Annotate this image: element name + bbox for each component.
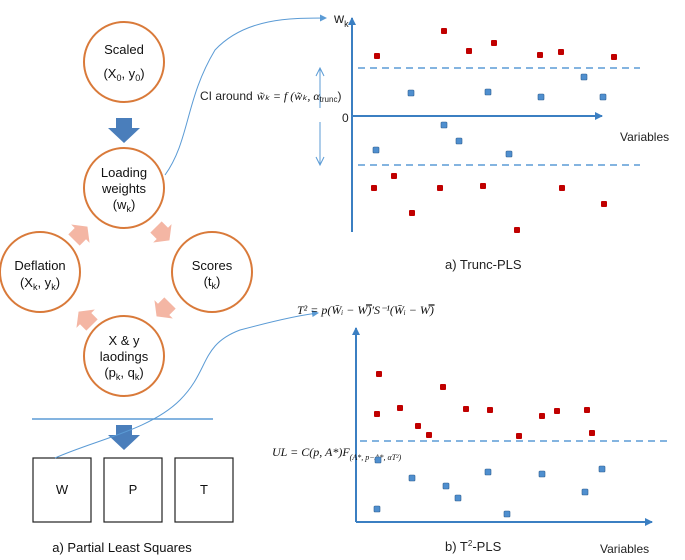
t2-marker-blue (484, 468, 492, 476)
trunc-marker-red (559, 185, 565, 191)
pls-caption: a) Partial Least Squares (52, 540, 192, 555)
trunc-marker-blue (599, 93, 607, 101)
trunc-marker-red (480, 183, 486, 189)
connector-to-t2 (54, 310, 319, 459)
scores-vars: (tk) (204, 274, 221, 291)
t2-marker-red (589, 430, 595, 436)
matrix-t-box (174, 457, 234, 523)
xy-label-line1: X & y (108, 333, 140, 348)
cycle-arrow-icon-2 (154, 297, 176, 319)
trunc-marker-blue (455, 137, 463, 145)
t2-marker-blue (374, 456, 382, 464)
ci-arrow-up-icon (315, 66, 325, 77)
trunc-marker-red (558, 49, 564, 55)
matrix-w-label: W (56, 482, 69, 497)
loading-vars: (wk) (113, 197, 136, 214)
t2-marker-red (376, 371, 382, 377)
trunc-marker-red (441, 28, 447, 34)
trunc-marker-blue (407, 89, 415, 97)
loading-label-line1: Loading (101, 165, 147, 180)
trunc-marker-red (537, 52, 543, 58)
trunc-marker-red (409, 210, 415, 216)
t2-marker-red (374, 411, 380, 417)
t2-marker-blue (503, 510, 511, 518)
t2-marker-red (440, 384, 446, 390)
cycle-arrow-icon-4 (68, 224, 90, 246)
ci-arrow-down-icon (315, 156, 325, 167)
t2-points (373, 371, 606, 518)
loading-weights-circle (83, 147, 165, 229)
trunc-marker-blue (372, 146, 380, 154)
deflation-vars: (Xk, yk) (20, 275, 60, 292)
t2-marker-red (539, 413, 545, 419)
matrix-p-box (103, 457, 163, 523)
scaled-circle (83, 21, 165, 103)
trunc-x-label: Variables (620, 130, 669, 144)
t2-marker-blue (581, 488, 589, 496)
xy-label-line2: laodings (100, 349, 149, 364)
matrix-w-box (32, 457, 92, 523)
t2-formula: T² = p(W̄ᵢ − W̿)′S⁻¹(W̄ᵢ − W̿) (297, 303, 435, 317)
t2-marker-blue (373, 505, 381, 513)
xy-loadings-circle (83, 315, 165, 397)
t2-marker-red (487, 407, 493, 413)
trunc-marker-red (437, 185, 443, 191)
down-arrow-icon (108, 118, 140, 143)
trunc-zero-label: 0 (342, 111, 349, 125)
t2-marker-red (415, 423, 421, 429)
trunc-marker-red (514, 227, 520, 233)
trunc-marker-blue (580, 73, 588, 81)
connector-to-trunc (164, 14, 327, 176)
matrix-p-label: P (129, 482, 138, 497)
ul-label: UL = C(p, A*)F(A*, p−A*, αT²) (272, 445, 402, 462)
trunc-marker-red (601, 201, 607, 207)
loading-label-line2: weights (101, 181, 147, 196)
t2-marker-blue (408, 474, 416, 482)
scaled-vars: (X0, y0) (103, 66, 144, 83)
cycle-arrow-icon-3 (76, 309, 98, 331)
trunc-marker-blue (440, 121, 448, 129)
deflation-circle (0, 231, 81, 313)
t2-x-label: Variables (600, 542, 649, 556)
trunc-marker-red (466, 48, 472, 54)
trunc-marker-red (491, 40, 497, 46)
trunc-marker-blue (537, 93, 545, 101)
scaled-label: Scaled (104, 42, 144, 57)
matrix-t-label: T (200, 482, 208, 497)
trunc-marker-red (371, 185, 377, 191)
t2-caption: b) T2-PLS (445, 539, 502, 554)
t2-marker-red (516, 433, 522, 439)
down-arrow-icon-2 (108, 425, 140, 450)
scores-label: Scores (192, 258, 233, 273)
t2-marker-red (463, 406, 469, 412)
t2-marker-red (584, 407, 590, 413)
t2-marker-red (426, 432, 432, 438)
t2-marker-blue (442, 482, 450, 490)
trunc-marker-blue (505, 150, 513, 158)
trunc-y-label: wk (333, 10, 349, 29)
t2-marker-blue (538, 470, 546, 478)
t2-marker-blue (598, 465, 606, 473)
trunc-points (371, 28, 617, 233)
t2-pls-plot: T² = p(W̄ᵢ − W̿)′S⁻¹(W̄ᵢ − W̿) Variables… (272, 303, 670, 556)
trunc-marker-red (374, 53, 380, 59)
scores-circle (171, 231, 253, 313)
t2-marker-red (554, 408, 560, 414)
t2-marker-blue (454, 494, 462, 502)
cycle-arrow-icon-1 (150, 221, 172, 243)
trunc-caption: a) Trunc-PLS (445, 257, 522, 272)
trunc-marker-red (391, 173, 397, 179)
trunc-marker-blue (484, 88, 492, 96)
trunc-marker-red (611, 54, 617, 60)
pls-flow: Scaled (X0, y0) Loading weights (wk) Sco… (0, 21, 253, 555)
deflation-label: Deflation (14, 258, 65, 273)
t2-marker-red (397, 405, 403, 411)
xy-vars: (pk, qk) (104, 365, 143, 382)
